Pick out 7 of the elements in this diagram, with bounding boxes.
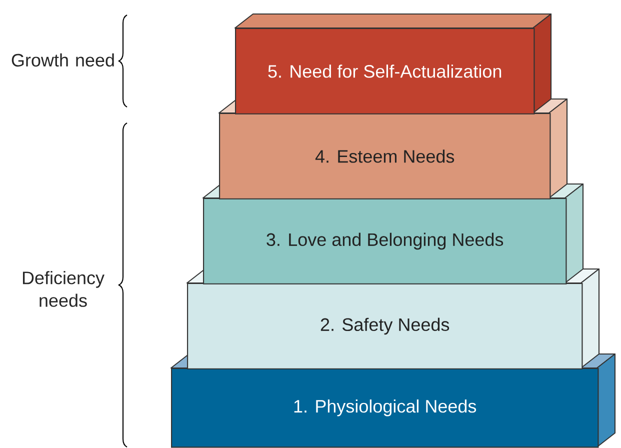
level-box: 1. Physiological Needs	[170, 353, 616, 448]
level-box: 2. Safety Needs	[186, 268, 600, 370]
level-box: 5. Need for Self-Actualization	[234, 13, 552, 114]
level-box: 4. Esteem Needs	[218, 98, 568, 200]
brace-label: Deficiency needs	[22, 271, 104, 307]
level-box: 3. Love and Belonging Needs	[202, 183, 584, 284]
brace-label: Growth need	[12, 53, 114, 67]
